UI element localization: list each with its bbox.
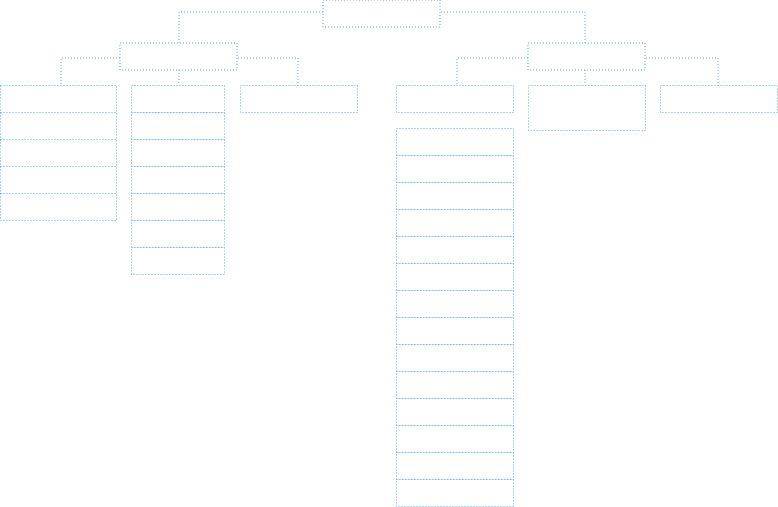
- stack-item: [131, 112, 225, 140]
- leaf-node-right-1: [396, 85, 514, 113]
- stack-item: [396, 452, 514, 480]
- stack-item: [131, 166, 225, 194]
- stack-item: [131, 193, 225, 221]
- stack-item: [0, 166, 117, 194]
- stack-item: [396, 344, 514, 372]
- stack-item: [396, 479, 514, 507]
- stack-item: [396, 155, 514, 183]
- stack-list-left-1: [0, 112, 117, 221]
- connectors: [60, 11, 719, 85]
- stack-item: [131, 139, 225, 167]
- connector-left-a: [60, 57, 120, 85]
- leaf-node-left-3: [240, 85, 358, 113]
- connector-right-a: [456, 57, 528, 85]
- connector-root-left: [178, 11, 323, 43]
- connector-left-c: [238, 57, 299, 85]
- stack-item: [396, 128, 514, 156]
- stack-item: [396, 290, 514, 318]
- stack-item: [0, 112, 117, 140]
- stack-list-right-1: [396, 128, 514, 507]
- leaf-node-right-3: [660, 85, 778, 113]
- connector-root-right: [441, 11, 586, 43]
- stack-item: [396, 236, 514, 264]
- leaf-node-right-2: [528, 85, 646, 131]
- stack-item: [131, 220, 225, 248]
- leaf-node-left-1: [0, 85, 117, 113]
- stack-item: [396, 398, 514, 426]
- stack-list-left-2: [131, 112, 225, 275]
- stack-item: [0, 193, 117, 221]
- stack-item: [396, 425, 514, 453]
- root-node: [322, 0, 441, 28]
- branch-node-right: [527, 42, 646, 71]
- stack-item: [396, 209, 514, 237]
- stack-item: [396, 182, 514, 210]
- stack-item: [396, 371, 514, 399]
- stack-item: [396, 263, 514, 291]
- stack-item: [131, 247, 225, 275]
- connector-right-c: [646, 57, 719, 85]
- leaf-node-left-2: [131, 85, 225, 113]
- stack-item: [0, 139, 117, 167]
- stack-item: [396, 317, 514, 345]
- branch-node-left: [119, 42, 238, 71]
